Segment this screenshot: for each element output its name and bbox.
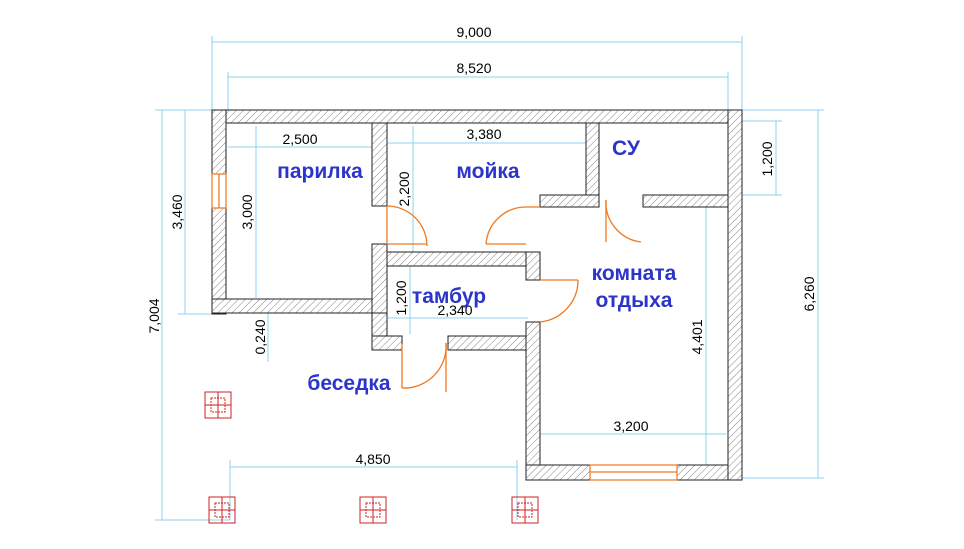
room-moika-label: мойка bbox=[456, 160, 520, 183]
dim-moika-width: 3,380 bbox=[466, 126, 501, 142]
room-su-label: СУ bbox=[612, 137, 641, 160]
dim-moika-height: 2,200 bbox=[396, 171, 412, 206]
dimension-lines bbox=[155, 36, 824, 521]
dim-besedka-width: 4,850 bbox=[355, 451, 390, 467]
dim-komnata-height-inner: 4,401 bbox=[689, 319, 705, 354]
dim-komnata-width: 3,200 bbox=[613, 418, 648, 434]
room-parilka-label: парилка bbox=[277, 160, 363, 183]
dim-wall-offset: 0,240 bbox=[252, 319, 268, 354]
room-komnata-label-line2: отдыха bbox=[596, 289, 673, 312]
column-marker bbox=[511, 496, 539, 524]
dim-total-height: 7,004 bbox=[146, 298, 162, 333]
doors bbox=[386, 199, 642, 392]
walls bbox=[211, 109, 743, 481]
columns bbox=[204, 391, 539, 524]
dim-tambur-height: 1,200 bbox=[393, 280, 409, 315]
windows bbox=[211, 173, 678, 481]
dimension-labels: 9,000 8,520 2,500 3,380 3,460 7,004 3,00… bbox=[146, 24, 817, 467]
dim-tambur-width: 2,340 bbox=[437, 302, 472, 318]
dim-inner-width: 8,520 bbox=[456, 60, 491, 76]
column-marker bbox=[208, 496, 236, 524]
dim-total-width: 9,000 bbox=[456, 24, 491, 40]
dim-left-height: 3,460 bbox=[169, 194, 185, 229]
room-labels: парилка мойка СУ тамбур комната отдыха б… bbox=[277, 137, 676, 395]
column-marker bbox=[359, 496, 387, 524]
room-komnata-label-line1: комната bbox=[592, 262, 677, 285]
dim-su-height: 1,200 bbox=[759, 141, 775, 176]
dim-parilka-height: 3,000 bbox=[239, 194, 255, 229]
room-besedka-label: беседка bbox=[307, 372, 391, 395]
dim-parilka-width: 2,500 bbox=[282, 131, 317, 147]
dim-komnata-height-right: 6,260 bbox=[801, 276, 817, 311]
room-tambur-label: тамбур bbox=[412, 285, 486, 308]
column-marker bbox=[204, 391, 232, 419]
